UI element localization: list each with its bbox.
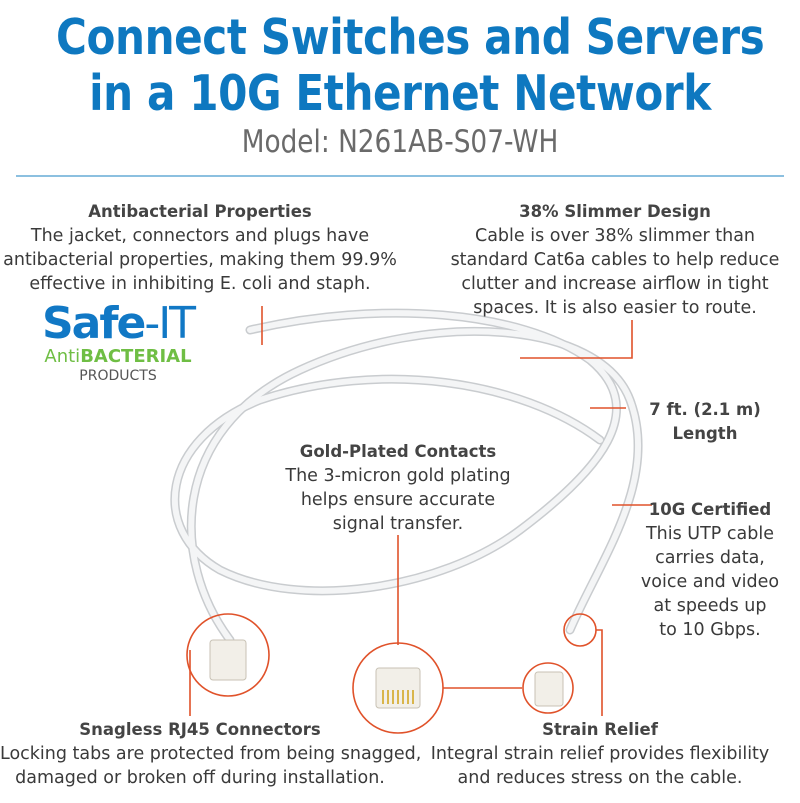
model-number: Model: N261AB-S07-WH [241,124,559,160]
divider [16,175,784,177]
left-rj45-plug [209,639,247,681]
feature-line: effective in inhibiting E. coli and stap… [29,274,371,294]
feature-line: signal transfer. [332,514,464,534]
feature-antibacterial: Antibacterial Properties The jacket, con… [0,200,400,296]
connectors [209,639,564,709]
feature-title: Antibacterial Properties [88,202,312,221]
feature-line: clutter and increase airflow in tight [461,274,769,294]
feature-line: at speeds up [653,596,767,616]
feature-title: Strain Relief [542,720,658,739]
safe-it-logo: Safe-IT AntiBACTERIAL PRODUCTS [38,302,198,385]
right-rj45-plug [534,671,564,707]
feature-snagless: Snagless RJ45 Connectors Locking tabs ar… [0,718,422,790]
gold-contacts [382,690,414,704]
callout-lines [186,306,652,734]
callout-slimmer [520,320,633,359]
feature-length: 7 ft. (2.1 m) Length [630,398,780,446]
feature-title: 38% Slimmer Design [519,202,711,221]
feature-slimmer: 38% Slimmer Design Cable is over 38% sli… [445,200,785,320]
feature-gold: Gold-Plated Contacts The 3-micron gold p… [270,440,526,536]
logo-tag: Anti [44,346,81,367]
right-connector-highlight [522,662,574,714]
feature-line: The jacket, connectors and plugs have [30,226,370,246]
title-line-2: in a 10G Ethernet Network [89,65,711,122]
feature-line: voice and video [640,572,780,592]
feature-line: and reduces stress on the cable. [457,768,743,788]
feature-title: 10G Certified [648,500,772,519]
feature-certified: 10G Certified This UTP cable carries dat… [640,498,780,642]
feature-line: carries data, [655,548,765,568]
feature-title: 7 ft. (2.1 m) [649,400,761,419]
feature-title: Gold-Plated Contacts [299,442,497,461]
logo-brand: Safe [41,298,146,349]
logo-sub: PRODUCTS [79,368,157,384]
logo-tag-bold: BACTERIAL [80,346,192,367]
feature-line: to 10 Gbps. [659,620,761,640]
title-line-1: Connect Switches and Servers [56,9,765,66]
feature-strain: Strain Relief Integral strain relief pro… [430,718,770,790]
feature-line: spaces. It is also easier to route. [473,298,757,318]
feature-line: The 3-micron gold plating [285,466,511,486]
feature-line: Cable is over 38% slimmer than [474,226,756,246]
feature-line: damaged or broken off during installatio… [15,768,385,788]
feature-title: Length [672,424,738,443]
feature-line: Integral strain relief provides flexibil… [430,744,770,764]
logo-brand-suffix: -IT [144,298,196,349]
feature-line: standard Cat6a cables to help reduce [450,250,780,270]
gold-contacts-highlight [352,642,444,734]
callout-strain [596,629,603,716]
feature-line: This UTP cable [645,524,775,544]
feature-line: Locking tabs are protected from being sn… [0,744,422,764]
feature-title: Snagless RJ45 Connectors [79,720,321,739]
feature-line: antibacterial properties, making them 99… [3,250,397,270]
feature-line: helps ensure accurate [300,490,496,510]
snagless-connector-highlight [186,613,270,697]
strain-relief-highlight [563,613,597,647]
